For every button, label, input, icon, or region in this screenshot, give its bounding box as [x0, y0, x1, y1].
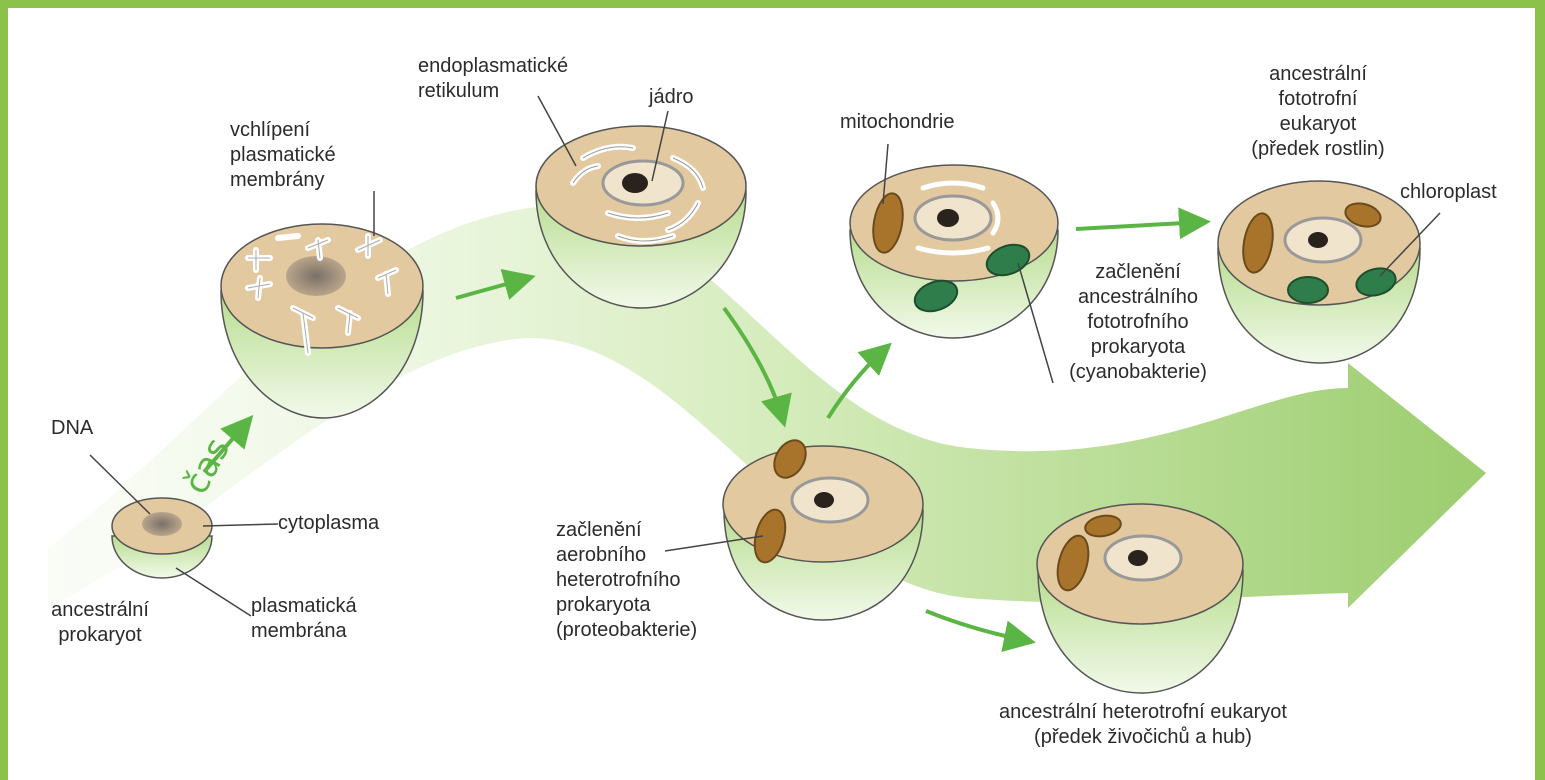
nucleolus [622, 173, 648, 193]
label-membrane-infolding: vchlípení plasmatické membrány [230, 118, 336, 193]
label-ancestral-prokaryote: ancestrální prokaryot [30, 598, 170, 648]
label-incorporation-phototrophic: začlenění ancestrálního fototrofního pro… [1038, 260, 1238, 385]
label-endoplasmic-reticulum: endoplasmatické retikulum [418, 54, 568, 104]
nucleolus [814, 492, 834, 508]
nucleolus [1308, 232, 1328, 248]
label-cytoplasm: cytoplasma [278, 511, 379, 536]
cell-with-chloroplast-uptake [850, 165, 1058, 338]
label-chloroplast: chloroplast [1400, 180, 1497, 205]
label-plasma-membrane: plasmatická membrána [251, 594, 357, 644]
cell-with-mitochondrion-uptake [723, 435, 923, 620]
arrow-to-photo-eukaryote [1076, 222, 1203, 229]
nucleolus [937, 209, 959, 227]
cell-heterotrophic-eukaryote [1037, 504, 1243, 693]
label-phototrophic-eukaryote: ancestrální fototrofní eukaryot (předek … [1218, 62, 1418, 162]
arrow-to-hetero-eukaryote [926, 611, 1028, 641]
label-incorporation-aerobic: začlenění aerobního heterotrofního proka… [556, 518, 697, 643]
nucleolus [1128, 550, 1148, 566]
label-mitochondria: mitochondrie [840, 110, 955, 135]
label-heterotrophic-eukaryote: ancestrální heterotrofní eukaryot (přede… [928, 700, 1358, 750]
label-dna: DNA [51, 416, 93, 441]
chloroplast [1288, 277, 1328, 303]
dna-cluster [286, 256, 346, 296]
label-nucleus: jádro [649, 85, 693, 110]
cell-phototrophic-eukaryote [1218, 181, 1420, 363]
cell-ancestral-prokaryote [112, 498, 212, 578]
dna-cluster [142, 512, 182, 536]
